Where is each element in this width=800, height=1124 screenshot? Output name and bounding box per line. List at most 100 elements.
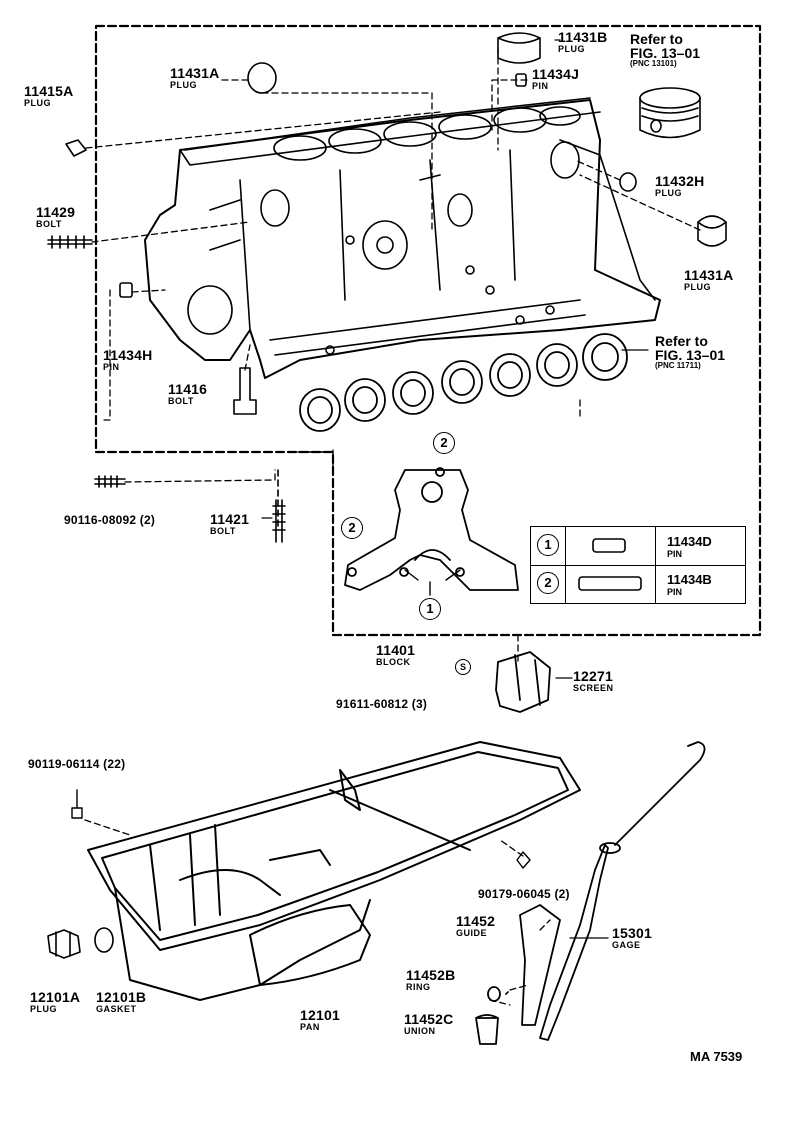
label-90179: 90179-06045 (2) — [478, 888, 570, 900]
oil-screen — [495, 651, 551, 713]
part-number: 90116-08092 (2) — [64, 513, 156, 527]
callout-2-top: 2 — [433, 432, 455, 454]
part-number: 11432H — [655, 173, 705, 189]
legend-part-name: PIN — [667, 587, 683, 597]
part-name: PLUG — [170, 80, 198, 90]
part-name: BLOCK — [376, 657, 411, 667]
oil-pan — [87, 741, 581, 1001]
part-name: BOLT — [168, 396, 194, 406]
block-lower-piece — [344, 467, 519, 591]
part-name: GUIDE — [456, 928, 488, 938]
part-number: 11431B — [558, 29, 608, 45]
part-number: 11416 — [168, 381, 208, 397]
cylinder-block — [144, 97, 661, 379]
part-name: GASKET — [96, 1004, 137, 1014]
legend-key: 1 — [537, 534, 559, 556]
part-number: 11421 — [210, 511, 250, 527]
label-11431A-top: 11431A PLUG — [170, 66, 219, 90]
ref-top: Refer to FIG. 13–01 (PNC 13101) — [630, 32, 700, 68]
ref-top-pnc: (PNC 13101) — [630, 59, 677, 68]
part-number: 11401 — [376, 642, 416, 658]
label-12101B: 12101B GASKET — [96, 990, 146, 1014]
legend-key: 2 — [537, 572, 559, 594]
part-number: 90119-06114 (22) — [28, 757, 126, 771]
label-11452: 11452 GUIDE — [456, 914, 495, 938]
part-name: PLUG — [684, 282, 712, 292]
stud-11421-shape — [272, 499, 286, 543]
bolt-11416-shape — [233, 367, 257, 415]
part-number: 11452 — [456, 913, 496, 929]
callout-1: 1 — [419, 598, 441, 620]
legend-part-number: 11434D — [667, 534, 712, 549]
ref-bearing-line2: FIG. 13–01 — [655, 347, 726, 363]
label-11415A: 11415A PLUG — [24, 84, 73, 108]
stud-90116-shape — [94, 475, 126, 488]
part-number: 11431A — [170, 65, 220, 81]
part-number: 11429 — [36, 204, 76, 220]
drain-plug-shape — [47, 929, 81, 959]
part-number: 90179-06045 (2) — [478, 887, 570, 901]
part-name: UNION — [404, 1026, 436, 1036]
part-name: PLUG — [30, 1004, 58, 1014]
ref-top-line2: FIG. 13–01 — [630, 45, 701, 61]
label-11452B: 11452B RING — [406, 968, 455, 992]
legend-row: 2 11434B PIN — [531, 565, 745, 603]
part-number: 91611-60812 (3) — [336, 697, 428, 711]
pin-legend-table: 1 11434D PIN 2 11434B PIN — [530, 526, 746, 604]
pan-bolt-shape — [71, 789, 83, 819]
part-name: PLUG — [558, 44, 586, 54]
piston — [639, 87, 701, 139]
part-number: 11452C — [404, 1011, 454, 1027]
part-name: PLUG — [24, 98, 52, 108]
part-name: PIN — [103, 362, 120, 372]
ref-bearing: Refer to FIG. 13–01 (PNC 11711) — [655, 334, 725, 370]
ref-bearing-line1: Refer to — [655, 333, 708, 349]
drain-gasket-shape — [94, 927, 114, 953]
ref-bearing-pnc: (PNC 11711) — [655, 361, 701, 370]
part-name: PLUG — [655, 188, 683, 198]
part-name: PIN — [532, 81, 549, 91]
callout-2-left: 2 — [341, 517, 363, 539]
label-11416: 11416 BOLT — [168, 382, 207, 406]
part-number: 12101A — [30, 989, 81, 1005]
label-91611: 91611-60812 (3) — [336, 698, 427, 710]
part-number: 15301 — [612, 925, 652, 941]
plug-11415A-shape — [65, 139, 87, 157]
label-11429: 11429 BOLT — [36, 205, 75, 229]
part-number: 12271 — [573, 668, 613, 684]
part-number: 12101B — [96, 989, 147, 1005]
plug-11431B-shape — [497, 32, 541, 64]
inner-boundary — [277, 451, 334, 531]
label-11434J: 11434J PIN — [532, 67, 579, 91]
part-number: 11431A — [684, 267, 734, 283]
label-12101A: 12101A PLUG — [30, 990, 80, 1014]
label-15301: 15301 GAGE — [612, 926, 652, 950]
part-number: 11452B — [406, 967, 456, 983]
label-11432H: 11432H PLUG — [655, 174, 704, 198]
part-name: GAGE — [612, 940, 641, 950]
part-number: 12101 — [300, 1007, 340, 1023]
short-pin-icon — [592, 538, 626, 553]
label-90116: 90116-08092 (2) — [64, 514, 155, 526]
label-12271: 12271 SCREEN — [573, 669, 614, 693]
label-11431A-right: 11431A PLUG — [684, 268, 733, 292]
guide-bolt-shape — [516, 851, 531, 869]
part-number: 11415A — [24, 83, 74, 99]
plug-11431A-right-shape — [697, 215, 727, 247]
label-90119: 90119-06114 (22) — [28, 758, 125, 770]
ref-top-line1: Refer to — [630, 31, 683, 47]
block-boundary — [94, 24, 762, 637]
main-bearings — [299, 333, 628, 432]
legend-part-number: 11434B — [667, 572, 712, 587]
dipstick-assembly — [475, 741, 706, 1045]
label-11452C: 11452C UNION — [404, 1012, 453, 1036]
label-11401: 11401 BLOCK — [376, 643, 415, 667]
plug-11431A-top-shape — [247, 62, 277, 94]
pin-11434H-shape — [119, 282, 133, 298]
part-name: BOLT — [36, 219, 62, 229]
plug-11432H-shape — [619, 172, 637, 192]
label-11431B: 11431B PLUG — [558, 30, 607, 54]
label-12101: 12101 PAN — [300, 1008, 340, 1032]
bolt-11429-shape — [47, 235, 93, 249]
